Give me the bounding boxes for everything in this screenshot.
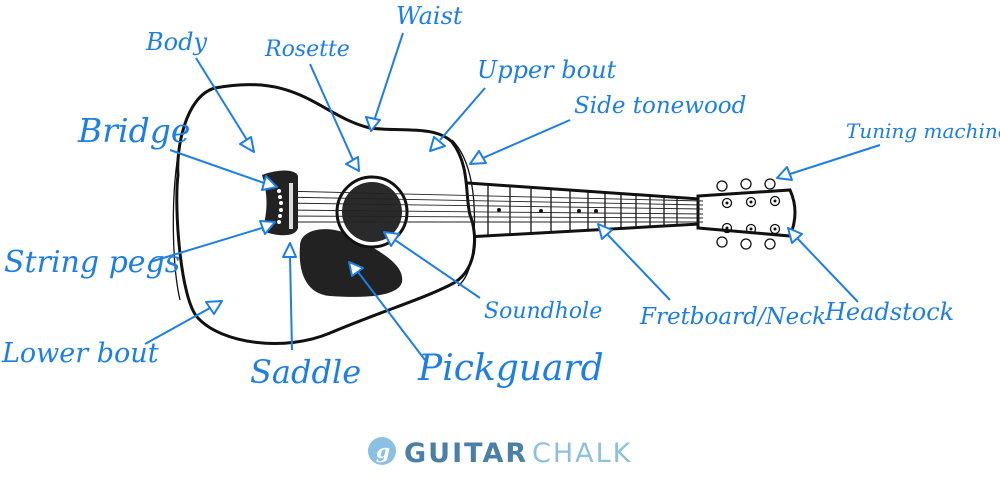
label-side-tonewood: Side tonewood	[574, 93, 746, 119]
string-pegs	[277, 189, 283, 224]
guitar-illustration	[172, 83, 797, 345]
label-waist: Waist	[396, 2, 463, 30]
label-string-pegs: String pegs	[4, 245, 180, 280]
label-bridge: Bridge	[77, 111, 190, 150]
part-labels: Body Waist Rosette Upper bout Side tonew…	[1, 2, 1000, 391]
strings	[279, 190, 704, 223]
label-tuning-machines: Tuning machines	[846, 119, 1000, 143]
label-body: Body	[145, 28, 207, 56]
label-rosette: Rosette	[264, 37, 350, 62]
tuning-machines	[716, 178, 781, 250]
label-lower-bout: Lower bout	[1, 338, 159, 369]
logo-mark-letter: g	[376, 439, 390, 463]
logo-mark-icon	[368, 437, 396, 465]
brand-word-chalk: CHALK	[532, 438, 632, 469]
brand-logo: g GUITAR CHALK	[368, 437, 632, 469]
guitar-body	[175, 83, 476, 345]
label-upper-bout: Upper bout	[477, 56, 617, 84]
label-headstock: Headstock	[824, 298, 954, 326]
saddle	[289, 183, 293, 229]
label-soundhole: Soundhole	[484, 299, 602, 324]
soundhole	[342, 182, 402, 242]
label-pickguard: Pickguard	[417, 348, 604, 389]
brand-word-guitar: GUITAR	[404, 438, 528, 469]
body-binding	[172, 154, 181, 301]
pointer-arrows	[144, 32, 881, 361]
label-saddle: Saddle	[250, 353, 361, 391]
label-fretboard-neck: Fretboard/Neck	[639, 304, 826, 330]
body-side-edge	[451, 139, 476, 287]
